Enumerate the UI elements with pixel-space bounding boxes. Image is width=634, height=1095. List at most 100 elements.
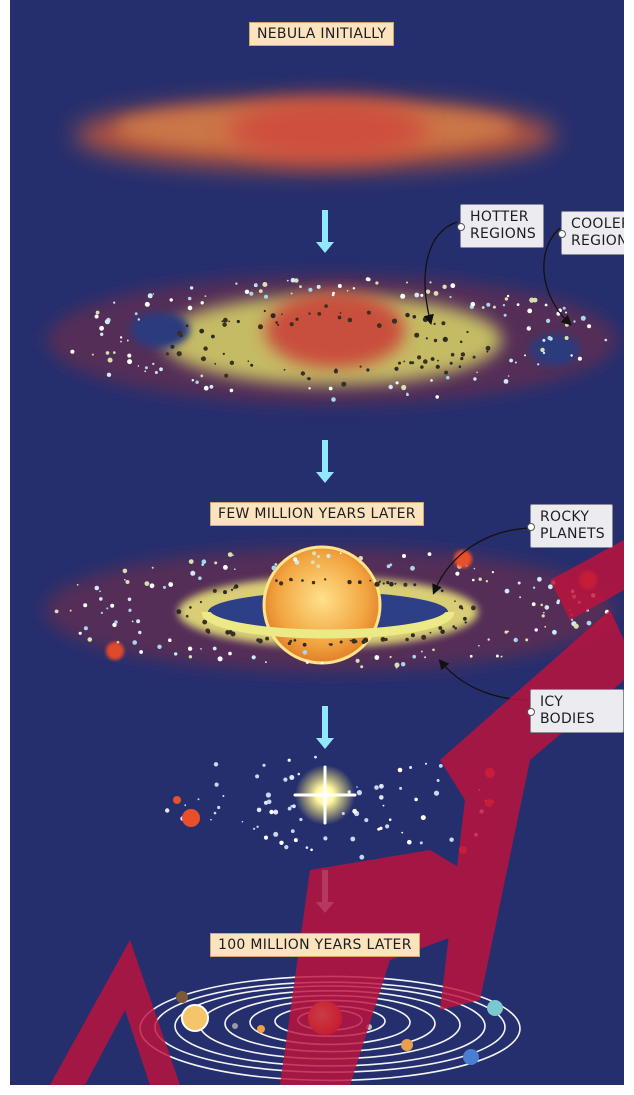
particle xyxy=(223,317,228,323)
particle xyxy=(430,379,433,382)
particle xyxy=(486,302,491,307)
particle xyxy=(394,662,400,668)
star-particle xyxy=(214,782,219,787)
particle xyxy=(349,639,352,642)
particle xyxy=(386,581,390,585)
particle xyxy=(403,360,406,363)
particle xyxy=(124,578,126,581)
star-particle xyxy=(356,790,362,796)
particle xyxy=(211,334,215,339)
particle xyxy=(270,313,276,319)
particle xyxy=(425,289,431,294)
planet-forming-disc xyxy=(45,545,615,672)
particle xyxy=(540,603,543,607)
particle xyxy=(548,584,553,590)
particle xyxy=(91,353,94,356)
protoplanetary-disc xyxy=(47,275,617,405)
particle xyxy=(389,563,393,567)
particle xyxy=(454,627,458,630)
particle xyxy=(427,552,432,556)
particle xyxy=(264,294,268,299)
particle xyxy=(414,292,420,298)
particle xyxy=(289,322,294,327)
particle xyxy=(472,578,475,582)
particle xyxy=(359,365,362,368)
star-particle xyxy=(165,808,170,813)
particle xyxy=(573,623,579,629)
particle xyxy=(331,397,336,402)
particle xyxy=(94,314,99,319)
particle xyxy=(463,616,467,621)
particle xyxy=(256,638,260,642)
particle xyxy=(341,381,347,387)
particle xyxy=(347,317,353,323)
particle xyxy=(394,582,397,585)
particle xyxy=(308,387,311,390)
particle xyxy=(152,362,155,366)
particle xyxy=(69,609,72,612)
star-particle xyxy=(266,799,272,805)
particle xyxy=(470,301,476,307)
particle xyxy=(401,384,407,391)
particle xyxy=(265,636,269,641)
star-particle xyxy=(292,804,296,809)
particle xyxy=(406,392,409,395)
particle xyxy=(389,655,392,659)
star-particle xyxy=(352,808,358,814)
particle xyxy=(300,371,306,376)
particle xyxy=(169,298,173,302)
particle xyxy=(125,580,130,584)
particle xyxy=(442,284,447,289)
particle xyxy=(449,295,452,299)
particle xyxy=(275,579,278,582)
particle xyxy=(228,651,232,656)
particle xyxy=(113,351,116,354)
particle xyxy=(424,656,427,659)
particle xyxy=(94,585,100,591)
particle xyxy=(189,606,192,609)
particle xyxy=(472,606,475,609)
particle xyxy=(478,577,482,581)
particle xyxy=(293,639,297,642)
particle xyxy=(234,584,239,589)
particle xyxy=(507,375,510,377)
star-particle xyxy=(436,779,440,782)
particle xyxy=(249,291,254,296)
particle xyxy=(580,315,586,321)
particle xyxy=(405,312,410,318)
particle xyxy=(422,316,428,322)
particle xyxy=(369,579,372,582)
particle xyxy=(433,291,439,296)
particle xyxy=(188,559,194,564)
particle xyxy=(411,361,415,365)
particle xyxy=(557,599,560,603)
particle xyxy=(450,352,455,357)
particle xyxy=(83,626,88,631)
particle xyxy=(287,641,292,646)
particle xyxy=(420,293,424,297)
particle xyxy=(294,278,299,283)
star-particle xyxy=(290,829,295,833)
particle xyxy=(214,561,218,565)
particle xyxy=(134,312,138,316)
particle xyxy=(299,285,302,288)
particle xyxy=(410,633,415,638)
particle xyxy=(423,359,428,364)
star-particle xyxy=(314,755,317,759)
star-particle xyxy=(299,817,303,822)
particle xyxy=(199,600,202,604)
particle xyxy=(187,646,193,651)
particle xyxy=(308,312,311,315)
star-particle xyxy=(287,758,291,762)
star-particle xyxy=(279,840,284,845)
particle xyxy=(382,582,385,585)
particle xyxy=(144,370,147,373)
particle xyxy=(191,379,194,382)
particle xyxy=(412,315,417,319)
particle xyxy=(420,650,423,653)
particle xyxy=(230,631,236,637)
particle xyxy=(452,625,456,628)
particle xyxy=(78,631,82,635)
particle xyxy=(127,597,132,602)
star-particle xyxy=(293,838,298,843)
